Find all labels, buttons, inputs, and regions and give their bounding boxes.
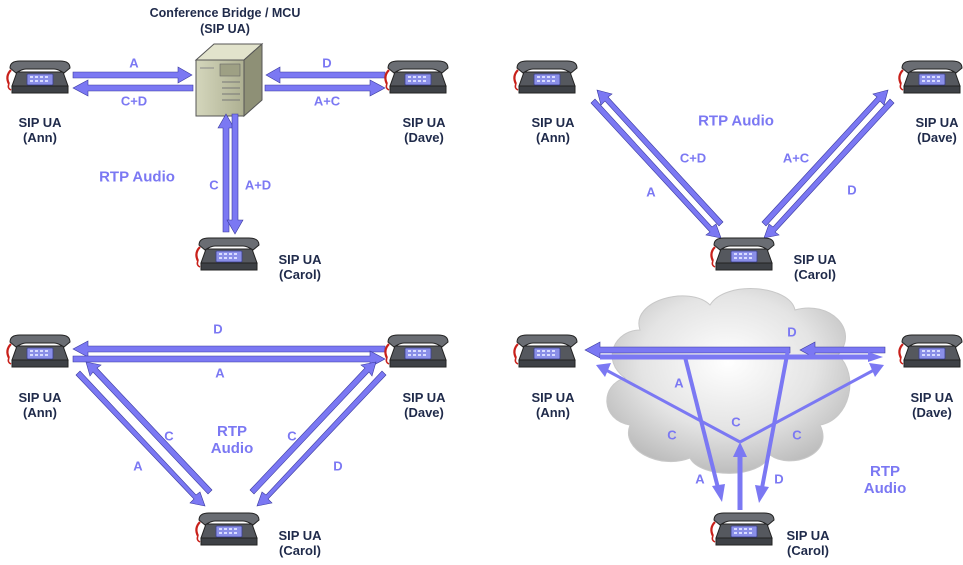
flow-label-a: A (674, 375, 684, 391)
ua-label-ann: SIP UA(Ann) (531, 390, 575, 420)
arrow-dave-to-mcu-d (265, 66, 386, 84)
mcu-server (194, 42, 264, 118)
phone-carol (195, 236, 261, 272)
ua-label-carol: SIP UA(Carol) (278, 252, 322, 282)
arrow-cloud-to-carol-d (755, 349, 790, 503)
ua-label-ann: SIP UA(Ann) (531, 115, 575, 145)
flow-label-a: A (695, 471, 705, 487)
phone-carol (195, 511, 261, 547)
arrow-carol-to-mcu-c (217, 113, 235, 233)
arrow-dave-to-carol-d (763, 98, 895, 239)
arrow-ann-to-carol-a (590, 98, 722, 239)
arrow-mcu-to-carol-a-plus-d (226, 113, 244, 235)
phone-dave (898, 59, 963, 95)
ua-label-carol: SIP UA(Carol) (793, 252, 837, 282)
flow-label-a: A (133, 458, 143, 474)
arrow-carol-to-dave-c (249, 361, 377, 495)
line-ann-a (600, 352, 883, 362)
arrow-dave-to-cloud-d (799, 341, 886, 359)
multicast-cloud (606, 288, 851, 474)
flow-label-c: C (209, 177, 219, 193)
mcu-title: Conference Bridge / MCU (149, 5, 301, 20)
arrow-mcu-to-ann-c-plus-d (72, 79, 194, 97)
flow-label-a-plus-c: A+C (313, 93, 341, 109)
ua-label-dave: SIP UA(Dave) (910, 390, 954, 420)
flow-label-c: C (667, 427, 677, 443)
ua-label-ann: SIP UA(Ann) (18, 115, 62, 145)
flow-label-c: C (164, 428, 174, 444)
arrow-carol-to-cloud-c (733, 442, 747, 510)
ua-label-ann: SIP UA(Ann) (18, 390, 62, 420)
phone-dave (384, 59, 450, 95)
flow-label-d: D (333, 458, 343, 474)
phone-ann (6, 333, 72, 369)
ua-label-dave: SIP UA(Dave) (402, 115, 446, 145)
flow-label-a: A (646, 184, 656, 200)
flow-label-d: D (213, 321, 223, 337)
arrow-carol-to-ann-c (85, 361, 213, 495)
ua-label-carol: SIP UA(Carol) (278, 528, 322, 558)
phone-carol (710, 511, 776, 547)
flow-label-d: D (847, 182, 857, 198)
ua-label-dave: SIP UA(Dave) (915, 115, 959, 145)
arrow-cloud-to-ann-d (584, 341, 791, 359)
arrow-cloud-to-dave-c (739, 363, 884, 444)
flow-label-a: A (215, 365, 225, 381)
arrow-carol-to-dave-a-plus-c (761, 89, 889, 227)
phone-dave (898, 333, 963, 369)
arrow-dave-to-ann-d (72, 340, 386, 358)
rtp-audio-label: RTP Audio (99, 168, 175, 186)
flow-label-c: C (792, 427, 802, 443)
arrow-carol-to-ann-c-plus-d (596, 89, 724, 227)
arrow-cloud-to-ann-c (596, 363, 741, 444)
arrow-ann-to-dave-a (72, 350, 386, 368)
phone-carol (710, 236, 776, 272)
arrow-dave-to-carol-d (256, 370, 387, 507)
phone-ann (6, 59, 72, 95)
phone-dave (384, 333, 450, 369)
flow-label-c: C (287, 428, 297, 444)
flow-label-c-plus-d: C+D (679, 150, 707, 166)
flow-label-d: D (322, 55, 332, 71)
arrow-ann-to-carol-a (75, 370, 206, 507)
flow-label-d: D (774, 471, 784, 487)
phone-ann (513, 333, 579, 369)
flow-label-d: D (787, 324, 797, 340)
mcu-subtitle: (SIP UA) (200, 21, 250, 36)
flow-label-a-plus-d: A+D (244, 177, 272, 193)
ua-label-carol: SIP UA(Carol) (786, 528, 830, 558)
flow-label-c: C (731, 414, 741, 430)
ua-label-dave: SIP UA(Dave) (402, 390, 446, 420)
flow-label-c-plus-d: C+D (120, 93, 148, 109)
phone-ann (513, 59, 579, 95)
flow-label-a-plus-c: A+C (782, 150, 810, 166)
arrow-mcu-to-dave-a-plus-c (264, 79, 386, 97)
flow-label-a: A (129, 55, 139, 71)
arrow-ann-to-mcu-a (72, 66, 193, 84)
rtp-audio-label: RTP Audio (698, 112, 774, 130)
